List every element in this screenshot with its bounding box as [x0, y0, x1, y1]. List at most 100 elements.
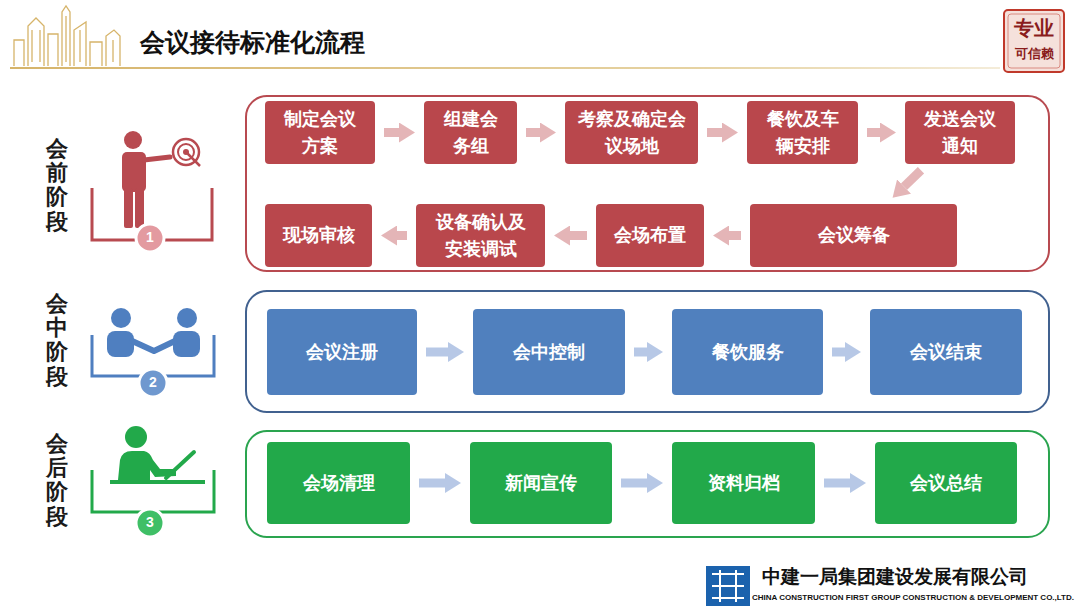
- meeting-run-icon-part: [177, 308, 197, 328]
- seal-part: [1004, 10, 1064, 72]
- process-box: 会议结束: [870, 309, 1022, 395]
- process-box: 会议筹备: [750, 204, 957, 267]
- process-text: 餐饮服务: [712, 339, 784, 365]
- company-name-english: CHINA CONSTRUCTION FIRST GROUP CONSTRUCT…: [752, 593, 1074, 603]
- skyline: [14, 6, 120, 66]
- company-logo-part: [706, 566, 750, 606]
- process-text: 会场布置: [614, 222, 686, 248]
- process-text: 会议结束: [910, 339, 982, 365]
- seal-text: 可信赖: [1015, 46, 1054, 62]
- meeting-prep-icon-part: [173, 139, 199, 165]
- meeting-prep-icon-part: [186, 152, 200, 166]
- process-text: 餐饮及车 辆安排: [753, 106, 852, 158]
- flow-arrow: [419, 479, 445, 488]
- meeting-run-icon-part: [130, 340, 177, 351]
- process-box: 会场清理: [267, 442, 410, 524]
- seal: [1004, 10, 1064, 72]
- skyline-part: [62, 6, 70, 66]
- process-text: 制定会议 方案: [271, 106, 369, 158]
- stage-label: 会前阶段: [46, 137, 68, 234]
- process-box: 新闻宣传: [470, 442, 612, 524]
- meeting-run-icon-part: [173, 331, 200, 357]
- process-text: 会议总结: [910, 470, 982, 496]
- process-text: 设备确认及 安装调试: [422, 209, 539, 261]
- process-text: 会场清理: [303, 470, 375, 496]
- flow-arrow: [384, 128, 399, 137]
- flow-arrow: [867, 128, 880, 137]
- process-text: 会议注册: [306, 339, 378, 365]
- skyline-part: [106, 30, 120, 66]
- skyline-part: [31, 30, 32, 62]
- process-box: 会议注册: [267, 309, 417, 395]
- process-box: 组建会 务组: [424, 101, 517, 164]
- meeting-prep-icon-part: [144, 157, 170, 160]
- process-box: 餐饮服务: [672, 309, 823, 395]
- flow-arrow: [570, 231, 587, 240]
- process-box: 会中控制: [473, 309, 625, 395]
- skyline-part: [65, 16, 66, 62]
- meeting-run-icon: [92, 308, 214, 397]
- stage-panel: 会后阶段会场清理新闻宣传资料归档会议总结: [245, 430, 1050, 538]
- meeting-close-icon: [92, 426, 214, 537]
- skyline-part: [90, 42, 102, 66]
- process-box: 设备确认及 安装调试: [416, 204, 545, 267]
- stage-panel: 会中阶段会议注册会中控制餐饮服务会议结束: [245, 290, 1050, 413]
- seal-text: 专业: [1014, 16, 1054, 40]
- meeting-prep-icon-part: [135, 188, 144, 228]
- flow-arrow: [621, 479, 647, 488]
- stage-panel: 会前阶段制定会议 方案组建会 务组考察及确定会 议场地餐饮及车 辆安排发送会议 …: [245, 95, 1050, 272]
- process-box: 资料归档: [672, 442, 815, 524]
- flow-arrow: [397, 231, 407, 240]
- flow-arrow: [426, 348, 448, 357]
- skyline-part: [39, 30, 40, 62]
- company-name: 中建一局集团建设发展有限公司: [762, 566, 1028, 589]
- meeting-close-icon-part: [125, 426, 147, 448]
- skyline-part: [79, 30, 80, 62]
- skyline-part: [112, 40, 113, 62]
- process-box: 考察及确定会 议场地: [565, 101, 698, 164]
- title-rule: [10, 67, 1000, 69]
- process-text: 资料归档: [708, 470, 780, 496]
- meeting-run-icon-part: [111, 308, 131, 328]
- process-box: 会场布置: [596, 204, 704, 267]
- process-text: 组建会 务组: [430, 106, 511, 158]
- process-box: 发送会议 通知: [905, 101, 1015, 164]
- process-text: 会中控制: [513, 339, 585, 365]
- skyline-part: [14, 40, 24, 66]
- flow-arrow: [824, 479, 850, 488]
- process-box: 制定会议 方案: [265, 101, 375, 164]
- company-logo: [706, 566, 750, 606]
- process-text: 新闻宣传: [505, 470, 577, 496]
- meeting-run-icon-part: [107, 331, 134, 357]
- process-text: 现场审核: [283, 222, 355, 248]
- process-box: 餐饮及车 辆安排: [747, 101, 858, 164]
- company-logo-part: [712, 570, 744, 602]
- meeting-close-icon-part: [92, 470, 214, 512]
- skyline-part: [74, 22, 86, 66]
- process-box: 会议总结: [875, 442, 1017, 524]
- flow-arrow: [904, 170, 921, 186]
- meeting-prep-icon-part: [136, 224, 164, 252]
- flow-arrow: [729, 231, 741, 240]
- skyline-part: [28, 18, 44, 66]
- seal-part: [1008, 14, 1060, 68]
- meeting-prep-icon-part: [124, 188, 133, 228]
- callout-number: 1: [137, 229, 163, 246]
- meeting-close-icon-part: [136, 509, 164, 537]
- meeting-prep-icon-part: [124, 131, 142, 149]
- page-title: 会议接待标准化流程: [140, 26, 365, 59]
- meeting-prep-icon-part: [122, 152, 146, 192]
- flow-arrow: [832, 348, 845, 357]
- meeting-run-icon-part: [139, 369, 167, 397]
- flow-arrow: [634, 348, 647, 357]
- process-text: 考察及确定会 议场地: [571, 106, 692, 158]
- process-box: 现场审核: [265, 204, 372, 267]
- skyline-part: [48, 34, 58, 66]
- callout-number: 3: [137, 514, 163, 531]
- process-text: 发送会议 通知: [911, 106, 1009, 158]
- stage-label: 会中阶段: [46, 292, 68, 389]
- flow-arrow: [526, 128, 540, 137]
- callout-number: 2: [140, 374, 166, 391]
